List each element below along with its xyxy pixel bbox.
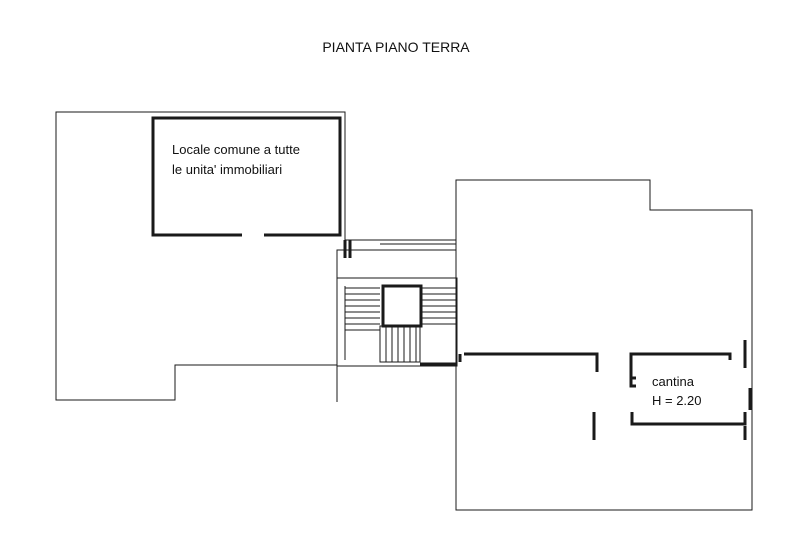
common-room-walls [151, 116, 342, 237]
stair-flight-bottom [379, 325, 421, 363]
stair-flight-right [421, 287, 456, 325]
stair-flight-left [344, 286, 380, 360]
stairwell [336, 277, 458, 367]
stairwell-box [336, 277, 458, 367]
common-room-label-line2: le unita' immobiliari [172, 162, 282, 177]
plan-title: PIANTA PIANO TERRA [322, 39, 470, 55]
cantina-label: cantina [652, 374, 695, 389]
common-room-label-line1: Locale comune a tutte [172, 142, 300, 157]
cantina-height-label: H = 2.20 [652, 393, 702, 408]
cantina-walls [629, 352, 747, 426]
stair-core [381, 284, 423, 328]
left-building-outline [55, 111, 457, 401]
right-building-outline [455, 179, 753, 511]
corridor-wall-top [343, 240, 352, 258]
inner-partition-top [464, 352, 599, 372]
